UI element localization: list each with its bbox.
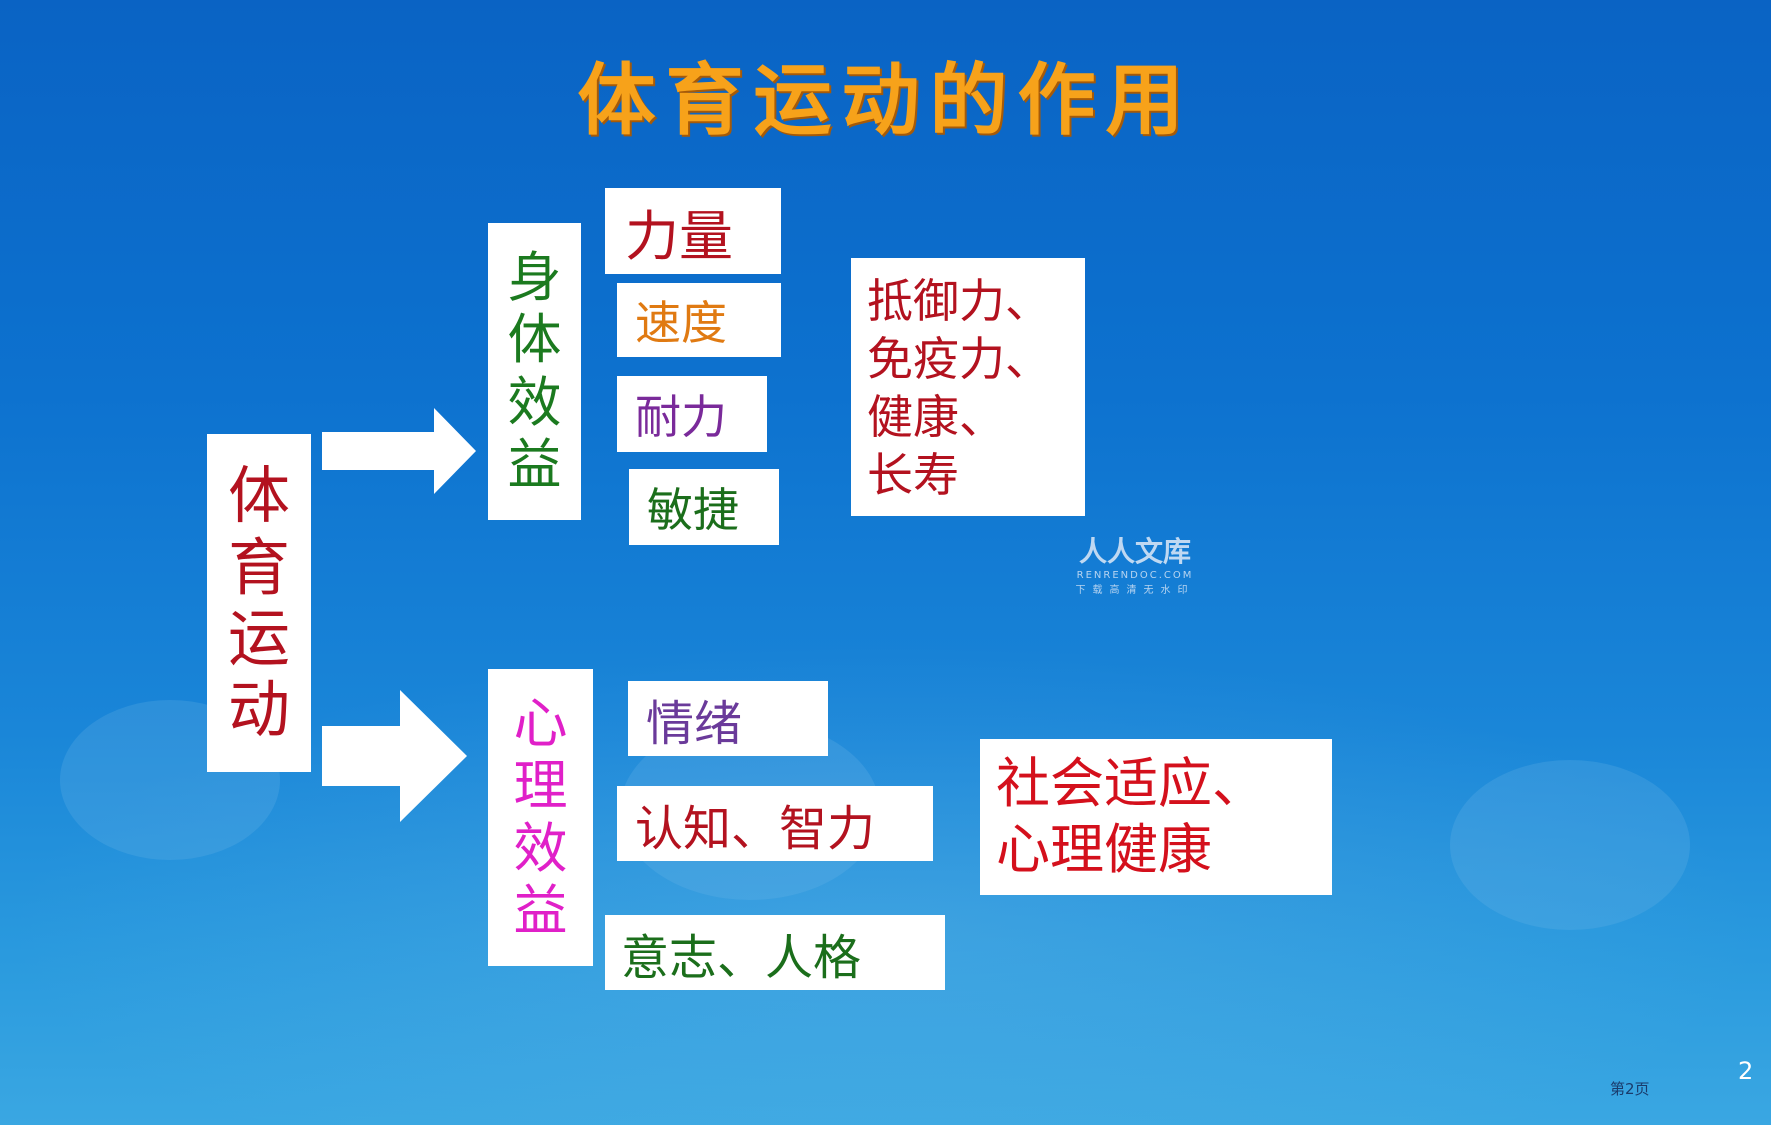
- mental-char: 效: [513, 816, 568, 880]
- mental-result-box: 社会适应、 心理健康: [980, 739, 1332, 895]
- mental-item-label: 情绪: [646, 695, 743, 752]
- physical-char: 益: [507, 432, 562, 496]
- physical-char: 身: [507, 246, 562, 310]
- physical-item-label: 力量: [625, 204, 733, 268]
- physical-result-box: 抵御力、 免疫力、 健康、 长寿: [851, 258, 1085, 516]
- physical-item-agility: 敏捷: [629, 469, 779, 545]
- mental-item-emotion: 情绪: [628, 681, 828, 756]
- physical-char: 效: [507, 370, 562, 434]
- root-char: 体: [227, 459, 290, 533]
- physical-item-label: 耐力: [635, 390, 727, 444]
- physical-char: 体: [507, 308, 562, 372]
- physical-result-line: 免疫力、: [867, 332, 1051, 386]
- watermark-logo: 人人文库 RENRENDOC.COM 下载高清无水印: [1070, 530, 1200, 596]
- mental-item-cognition: 认知、智力: [617, 786, 933, 861]
- physical-item-endurance: 耐力: [617, 376, 767, 452]
- physical-result-line: 长寿: [867, 448, 959, 502]
- physical-benefit-box: 身 体 效 益: [488, 223, 581, 520]
- root-char: 运: [227, 602, 290, 675]
- mental-char: 心: [513, 692, 568, 756]
- mental-benefit-box: 心 理 效 益: [488, 669, 593, 966]
- background-dish-right: [1450, 760, 1690, 930]
- arrow-to-physical: [322, 408, 476, 494]
- mental-item-will: 意志、人格: [605, 915, 945, 990]
- physical-item-strength: 力量: [605, 188, 781, 274]
- watermark-domain: RENRENDOC.COM: [1076, 570, 1194, 581]
- root-char: 动: [227, 673, 290, 747]
- mental-char: 益: [513, 878, 568, 942]
- root-char: 育: [227, 530, 290, 604]
- page-label: 第2页: [1610, 1080, 1650, 1098]
- mental-result-line: 心理健康: [996, 818, 1212, 881]
- watermark-name: 人人文库: [1078, 535, 1191, 568]
- mental-item-label: 意志、人格: [621, 929, 862, 986]
- root-box: 体 育 运 动: [207, 434, 311, 772]
- mental-result-line: 社会适应、: [996, 752, 1266, 815]
- physical-item-label: 速度: [635, 296, 727, 350]
- physical-result-line: 健康、: [867, 390, 1005, 444]
- arrow-to-mental: [322, 690, 467, 822]
- physical-item-label: 敏捷: [647, 483, 739, 537]
- mental-char: 理: [513, 754, 568, 818]
- physical-result-line: 抵御力、: [867, 274, 1051, 328]
- mental-item-label: 认知、智力: [635, 800, 876, 857]
- page-number: 2: [1738, 1057, 1754, 1085]
- physical-item-speed: 速度: [617, 283, 781, 357]
- watermark-slogan: 下载高清无水印: [1075, 585, 1195, 596]
- slide-title: 体育运动的作用: [577, 56, 1194, 146]
